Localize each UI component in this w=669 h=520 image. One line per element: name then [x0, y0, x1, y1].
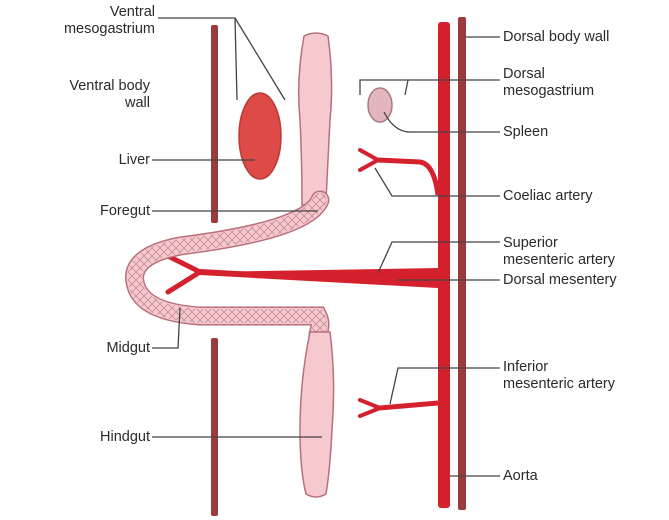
- dorsal-body-wall: [458, 17, 466, 510]
- inferior-mesenteric-artery-branches: [360, 400, 380, 416]
- label-dorsal-body-wall: Dorsal body wall: [503, 29, 609, 46]
- spleen: [368, 88, 392, 122]
- label-midgut: Midgut: [60, 340, 150, 357]
- inferior-mesenteric-artery: [380, 403, 438, 408]
- ventral-body-wall-lower: [211, 338, 218, 516]
- label-coeliac-artery: Coeliac artery: [503, 188, 592, 205]
- label-inferior-mesenteric-artery: Inferior mesenteric artery: [503, 359, 615, 393]
- midgut-loop-hatching: [135, 200, 320, 334]
- label-dorsal-mesogastrium: Dorsal mesogastrium: [503, 66, 594, 100]
- label-spleen: Spleen: [503, 124, 548, 141]
- label-aorta: Aorta: [503, 468, 538, 485]
- foregut: [299, 33, 332, 205]
- label-foregut: Foregut: [60, 203, 150, 220]
- coeliac-artery-branches: [360, 150, 378, 170]
- label-dorsal-mesentery: Dorsal mesentery: [503, 272, 617, 289]
- ventral-body-wall-upper: [211, 25, 218, 223]
- label-superior-mesenteric-artery: Superior mesenteric artery: [503, 235, 615, 269]
- coeliac-artery: [378, 160, 438, 195]
- superior-mesenteric-artery-branches: [168, 256, 200, 292]
- superior-mesenteric-artery: [200, 268, 438, 285]
- hindgut: [300, 332, 334, 497]
- label-ventral-body-wall: Ventral body wall: [20, 78, 150, 112]
- liver: [239, 93, 281, 179]
- label-hindgut: Hindgut: [60, 429, 150, 446]
- aorta: [438, 22, 450, 508]
- label-ventral-mesogastrium: Ventral mesogastrium: [22, 4, 155, 38]
- leader-ventral-mesogastrium: [158, 18, 285, 100]
- label-liver: Liver: [60, 152, 150, 169]
